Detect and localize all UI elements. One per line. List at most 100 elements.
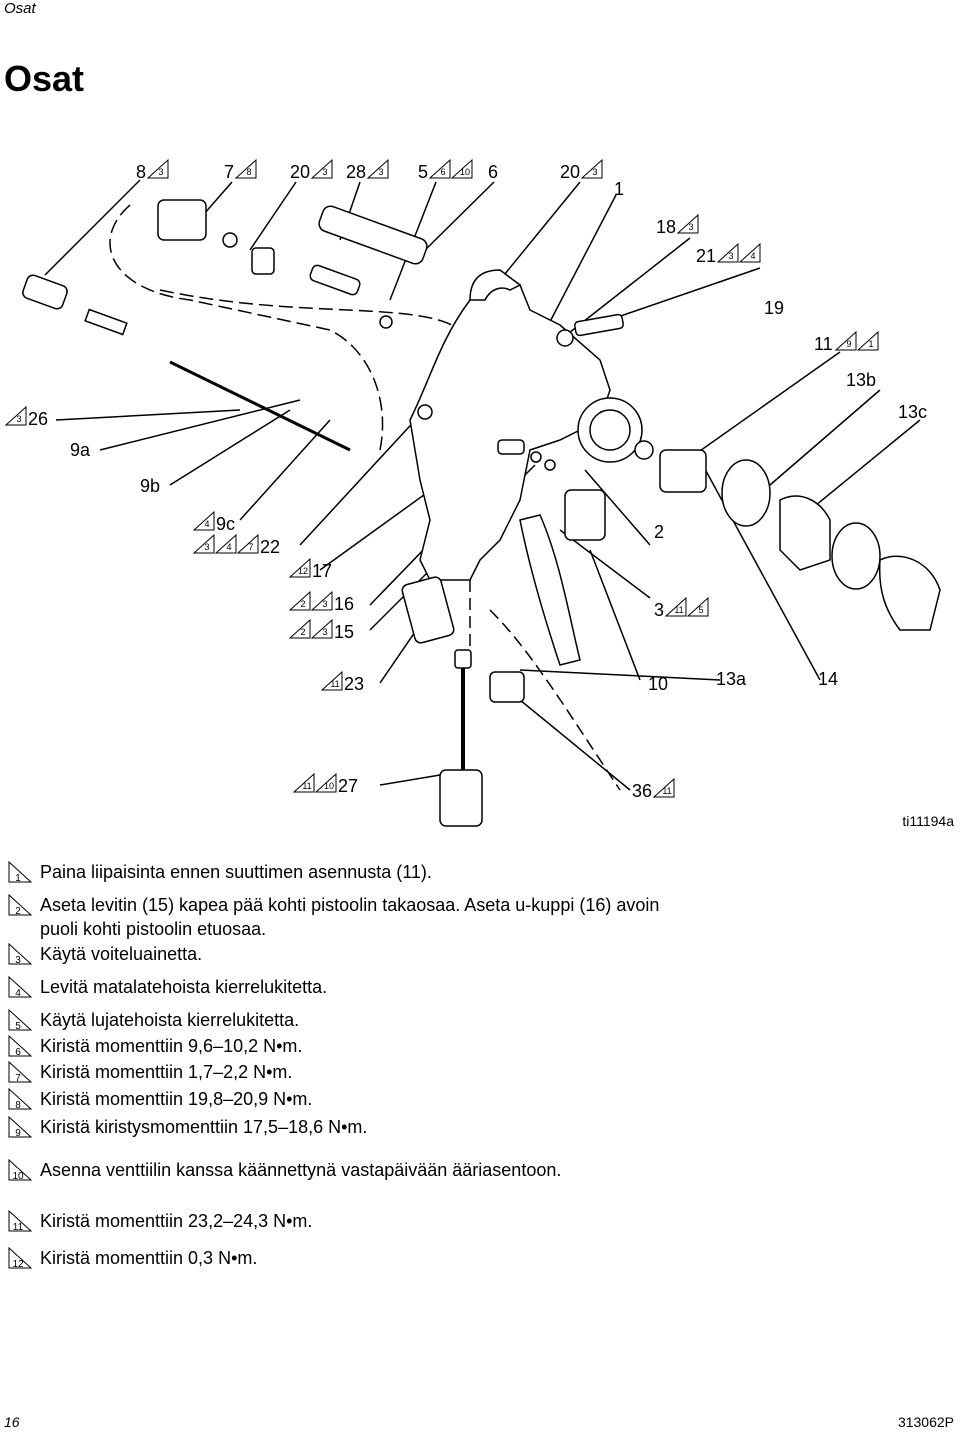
note-marker-icon: 1 xyxy=(8,861,32,884)
note-marker-number: 11 xyxy=(12,1222,24,1233)
running-header: Osat xyxy=(4,0,36,17)
note-text: Asenna venttiilin kanssa käännettynä vas… xyxy=(40,1160,562,1180)
note-marker-icon: 5 xyxy=(686,596,709,617)
note-marker-icon: 3 xyxy=(366,158,389,179)
part-36 xyxy=(489,671,525,703)
note-marker-number: 2 xyxy=(300,599,305,609)
part-callout-c-20b: 20 xyxy=(560,162,580,182)
note-item: 10 Asenna venttiilin kanssa käännettynä v… xyxy=(8,1158,660,1182)
note-item: 1 Paina liipaisinta ennen suuttimen asenn… xyxy=(8,860,660,884)
note-marker-icon: 3 xyxy=(310,590,333,611)
note-marker-number: 3 xyxy=(158,167,163,177)
part-8 xyxy=(157,199,207,241)
note-marker-number: 1 xyxy=(15,873,21,884)
part-callout-c-6: 6 xyxy=(488,162,498,182)
note-item: 11 Kiristä momenttiin 23,2–24,3 N•m. xyxy=(8,1209,660,1233)
part-13a-aircap xyxy=(779,495,831,571)
figure-id: ti11194a xyxy=(902,813,954,829)
note-marker-icon: 11 xyxy=(8,1210,32,1233)
trigger xyxy=(519,514,581,666)
note-marker-icon: 11 xyxy=(664,596,687,617)
note-marker-icon: 6 xyxy=(8,1035,32,1058)
part-callout-c-1: 1 xyxy=(614,179,624,199)
note-marker-number: 12 xyxy=(12,1259,24,1270)
note-marker-icon: 1 xyxy=(856,330,879,351)
part-callout-c-19: 19 xyxy=(764,298,784,318)
part-callout-c-26: 26 xyxy=(28,409,48,429)
part-callout-c-27: 27 xyxy=(338,776,358,796)
note-marker-number: 3 xyxy=(688,222,693,232)
note-marker-icon: 4 xyxy=(738,242,761,263)
part-callout-c-36: 36 xyxy=(632,781,652,801)
note-marker-icon: 2 xyxy=(288,590,311,611)
note-text: Kiristä momenttiin 1,7–2,2 N•m. xyxy=(40,1062,293,1082)
part-callout-c-16: 16 xyxy=(334,594,354,614)
part-callout-c-23: 23 xyxy=(344,674,364,694)
note-marker-icon: 2 xyxy=(8,894,32,917)
part-20b xyxy=(379,315,393,329)
note-marker-number: 10 xyxy=(460,167,470,177)
note-marker-icon: 3 xyxy=(580,158,603,179)
note-marker-number: 8 xyxy=(246,167,251,177)
part-23 xyxy=(401,576,455,644)
part-callout-c-2: 2 xyxy=(654,522,664,542)
note-marker-number: 6 xyxy=(440,167,445,177)
note-marker-icon: 3 xyxy=(192,533,215,554)
part-28 xyxy=(309,264,361,296)
note-marker-number: 3 xyxy=(322,167,327,177)
note-marker-number: 7 xyxy=(15,1073,21,1084)
part-callout-c-17: 17 xyxy=(312,561,332,581)
note-text: Kiristä momenttiin 19,8–20,9 N•m. xyxy=(40,1089,313,1109)
note-marker-icon: 7 xyxy=(236,533,259,554)
needle xyxy=(169,360,351,452)
note-marker-icon: 7 xyxy=(8,1061,32,1084)
note-marker-icon: 10 xyxy=(314,772,337,793)
note-marker-number: 3 xyxy=(322,599,327,609)
part-callout-c-18: 18 xyxy=(656,217,676,237)
note-marker-icon: 10 xyxy=(450,158,473,179)
note-marker-icon: 11 xyxy=(320,670,343,691)
note-marker-icon: 11 xyxy=(652,777,675,798)
note-marker-number: 4 xyxy=(204,519,209,529)
note-marker-icon: 3 xyxy=(310,158,333,179)
part-11-tip xyxy=(659,449,707,493)
part-callout-c-13a: 13a xyxy=(716,669,747,689)
note-marker-number: 3 xyxy=(378,167,383,177)
part-21 xyxy=(574,313,624,337)
note-marker-number: 3 xyxy=(592,167,597,177)
note-marker-icon: 4 xyxy=(214,533,237,554)
gun-hook xyxy=(469,269,522,301)
part-10 xyxy=(564,489,606,541)
part-13b xyxy=(721,459,771,527)
part-callout-c-3: 3 xyxy=(654,600,664,620)
note-marker-number: 7 xyxy=(248,542,253,552)
note-marker-icon: 11 xyxy=(292,772,315,793)
note-marker-icon: 4 xyxy=(192,510,215,531)
note-marker-icon: 8 xyxy=(234,158,257,179)
note-marker-number: 1 xyxy=(868,339,873,349)
note-marker-icon: 8 xyxy=(8,1088,32,1111)
note-marker-icon: 6 xyxy=(428,158,451,179)
note-marker-number: 4 xyxy=(226,542,231,552)
page-title: Osat xyxy=(4,58,85,99)
part-callout-c-10: 10 xyxy=(648,674,668,694)
note-marker-number: 10 xyxy=(12,1171,24,1182)
note-text: Kiristä momenttiin 23,2–24,3 N•m. xyxy=(40,1211,313,1231)
note-text: Paina liipaisinta ennen suuttimen asennu… xyxy=(40,862,432,882)
note-marker-number: 11 xyxy=(330,679,339,689)
note-marker-icon: 3 xyxy=(4,405,27,426)
note-marker-number: 3 xyxy=(16,414,21,424)
note-marker-icon: 10 xyxy=(8,1159,32,1182)
note-marker-number: 9 xyxy=(846,339,851,349)
note-marker-number: 5 xyxy=(15,1021,21,1032)
document-number: 313062P xyxy=(897,1414,954,1430)
note-marker-icon: 3 xyxy=(716,242,739,263)
part-callout-c-5: 5 xyxy=(418,162,428,182)
part-callout-c-13c: 13c xyxy=(898,402,927,422)
